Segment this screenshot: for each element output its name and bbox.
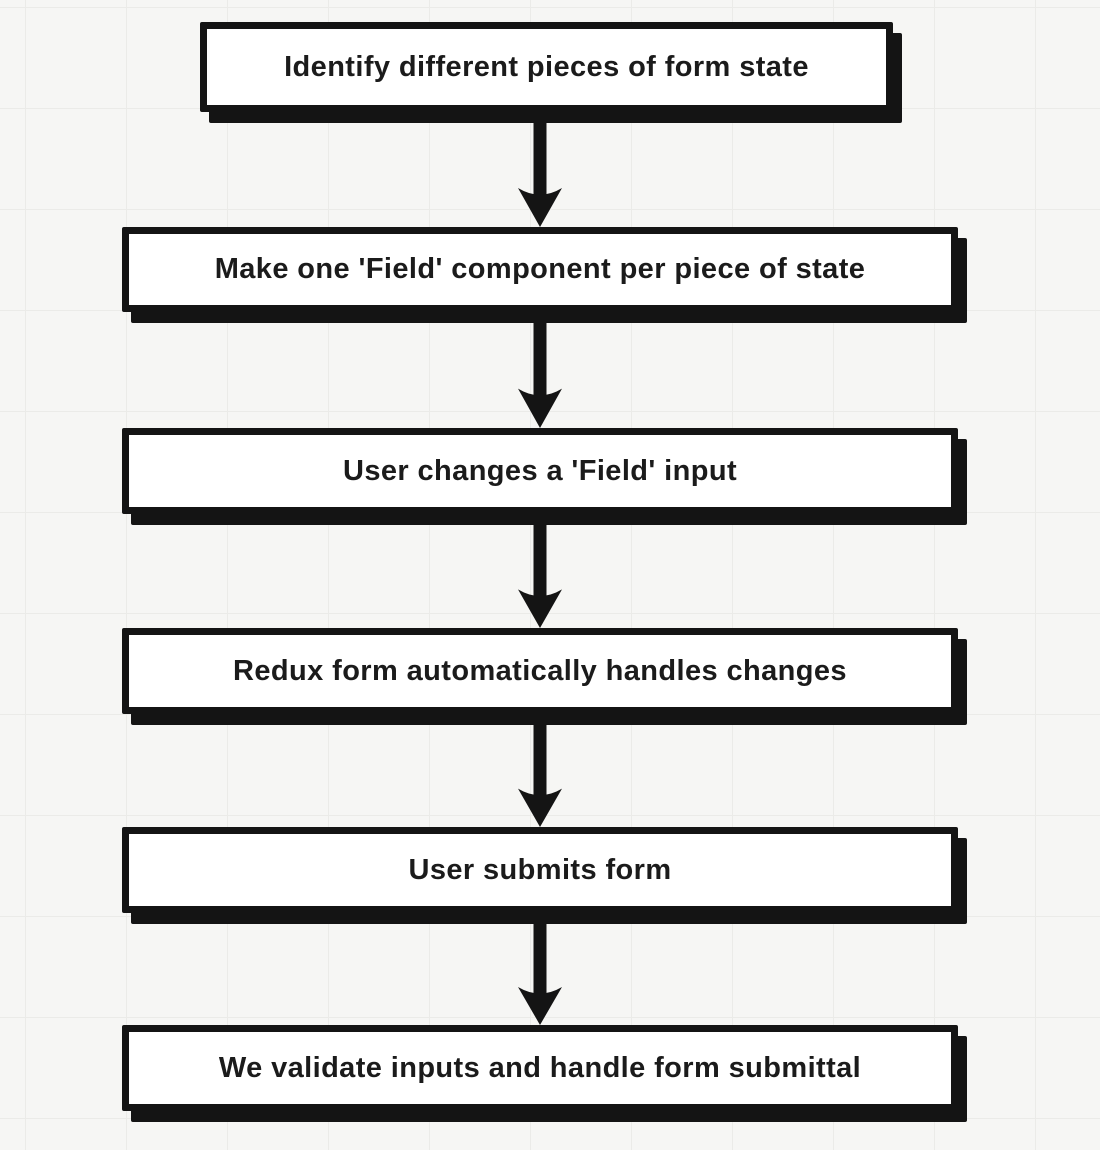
flow-step-label: We validate inputs and handle form submi… bbox=[218, 1051, 862, 1084]
flow-step-label: Make one 'Field' component per piece of … bbox=[214, 253, 866, 285]
down-arrow-icon bbox=[518, 112, 562, 227]
down-arrow-icon bbox=[518, 714, 562, 827]
flow-step-validate-submit: We validate inputs and handle form submi… bbox=[122, 1025, 958, 1111]
flow-step-identify-state: Identify different pieces of form state bbox=[200, 22, 893, 112]
flow-step-label: User changes a 'Field' input bbox=[342, 454, 738, 487]
flow-step-label: Redux form automatically handles changes bbox=[233, 654, 847, 687]
down-arrow-icon bbox=[518, 312, 562, 428]
flow-step-label: User submits form bbox=[408, 853, 672, 886]
flow-step-field-component: Make one 'Field' component per piece of … bbox=[122, 227, 958, 312]
flow-step-label: Identify different pieces of form state bbox=[284, 50, 809, 83]
flow-step-user-changes-input: User changes a 'Field' input bbox=[122, 428, 958, 514]
down-arrow-icon bbox=[518, 514, 562, 628]
down-arrow-icon bbox=[518, 913, 562, 1025]
flow-step-user-submits: User submits form bbox=[122, 827, 958, 913]
flow-step-redux-handles-changes: Redux form automatically handles changes bbox=[122, 628, 958, 714]
